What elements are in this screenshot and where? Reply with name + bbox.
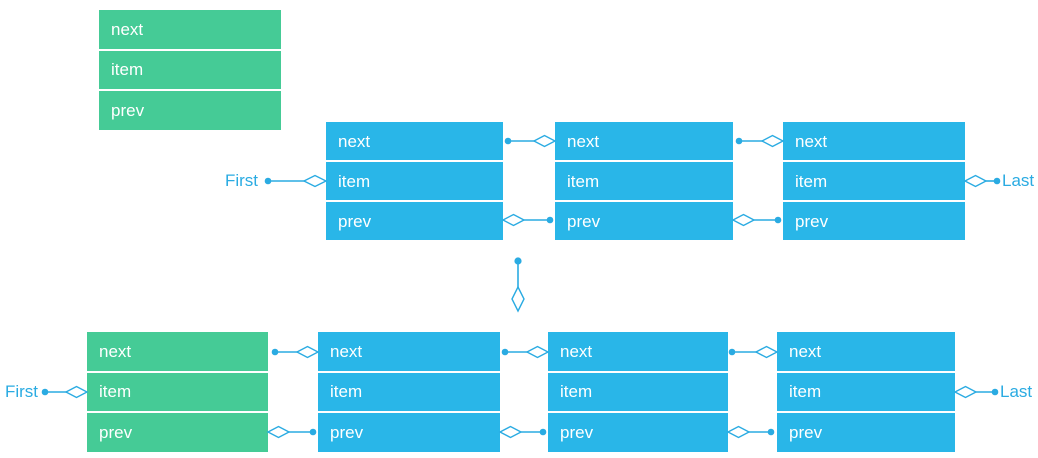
- node-field-item: item: [326, 162, 503, 200]
- node-field-next: next: [318, 332, 500, 371]
- node-field-next: next: [326, 122, 503, 160]
- pointer-first-to-before-node1: [264, 174, 328, 188]
- pointer-first-to-after-node1: [41, 385, 89, 399]
- node-field-item: item: [783, 162, 965, 200]
- dot-icon: [309, 428, 317, 436]
- node-field-item: item: [548, 372, 728, 412]
- diamond-arrowhead-icon: [525, 345, 550, 359]
- node-field-prev: prev: [87, 413, 268, 452]
- diamond-arrowhead-icon: [754, 345, 779, 359]
- node-field-next: next: [777, 332, 955, 371]
- dot-icon: [514, 257, 522, 265]
- pointer-after-node1-next-to-node2: [271, 345, 320, 359]
- node-field-next: next: [555, 122, 733, 160]
- after-list-node-3: next item prev: [548, 332, 728, 452]
- diamond-arrowhead-icon: [726, 425, 751, 439]
- node-field-item: item: [87, 372, 268, 412]
- after-list-node-4: next item prev: [777, 332, 955, 452]
- dot-icon: [546, 216, 554, 224]
- diamond-arrowhead-icon: [511, 285, 525, 313]
- after-last-label: Last: [1000, 382, 1033, 401]
- node-field-item: item: [777, 372, 955, 412]
- diamond-arrowhead-icon: [731, 213, 756, 227]
- dot-icon: [767, 428, 775, 436]
- node-field-item: item: [555, 162, 733, 200]
- before-list-node-1: next item prev: [326, 122, 503, 240]
- dot-icon: [539, 428, 547, 436]
- pointer-last-to-before-node3: [963, 174, 1001, 188]
- before-list-node-3: next item prev: [783, 122, 965, 240]
- pointer-after-node4-prev-to-node3: [726, 425, 775, 439]
- node-field-next: next: [99, 10, 281, 49]
- pointer-after-node3-prev-to-node2: [498, 425, 547, 439]
- dot-icon: [735, 137, 743, 145]
- node-field-prev: prev: [777, 413, 955, 452]
- after-list-node-1-inserted: next item prev: [87, 332, 268, 452]
- node-field-prev: prev: [555, 202, 733, 240]
- node-field-next: next: [87, 332, 268, 371]
- diamond-arrowhead-icon: [532, 134, 557, 148]
- after-first-label: First: [4, 382, 38, 401]
- pointer-after-node2-next-to-node3: [501, 345, 550, 359]
- pointer-before-node2-next-to-node3: [735, 134, 785, 148]
- diamond-arrowhead-icon: [302, 174, 328, 188]
- legend-node: next item prev: [99, 10, 281, 130]
- insertion-transition-arrow: [511, 257, 525, 313]
- dot-icon: [41, 388, 49, 396]
- dot-icon: [504, 137, 512, 145]
- pointer-after-node2-prev-to-node1: [266, 425, 317, 439]
- pointer-before-node2-prev-to-node1: [501, 213, 554, 227]
- before-last-label: Last: [1002, 171, 1035, 190]
- after-list-node-2: next item prev: [318, 332, 500, 452]
- pointer-before-node1-next-to-node2: [504, 134, 557, 148]
- pointer-last-to-after-node4: [953, 385, 999, 399]
- dot-icon: [993, 177, 1001, 185]
- dot-icon: [271, 348, 279, 356]
- node-field-prev: prev: [548, 413, 728, 452]
- dot-icon: [501, 348, 509, 356]
- before-list-node-2: next item prev: [555, 122, 733, 240]
- node-field-next: next: [548, 332, 728, 371]
- diamond-arrowhead-icon: [501, 213, 526, 227]
- dot-icon: [728, 348, 736, 356]
- node-field-prev: prev: [99, 91, 281, 130]
- diamond-arrowhead-icon: [64, 385, 89, 399]
- dot-icon: [991, 388, 999, 396]
- pointer-after-node3-next-to-node4: [728, 345, 779, 359]
- node-field-prev: prev: [783, 202, 965, 240]
- node-field-next: next: [783, 122, 965, 160]
- before-first-label: First: [224, 171, 258, 190]
- diamond-arrowhead-icon: [760, 134, 785, 148]
- pointer-before-node3-prev-to-node2: [731, 213, 782, 227]
- diamond-arrowhead-icon: [295, 345, 320, 359]
- node-field-item: item: [318, 372, 500, 412]
- dot-icon: [264, 177, 272, 185]
- dot-icon: [774, 216, 782, 224]
- diamond-arrowhead-icon: [963, 174, 988, 188]
- diamond-arrowhead-icon: [266, 425, 291, 439]
- node-field-prev: prev: [318, 413, 500, 452]
- diamond-arrowhead-icon: [953, 385, 978, 399]
- node-field-prev: prev: [326, 202, 503, 240]
- node-field-item: item: [99, 50, 281, 90]
- diamond-arrowhead-icon: [498, 425, 523, 439]
